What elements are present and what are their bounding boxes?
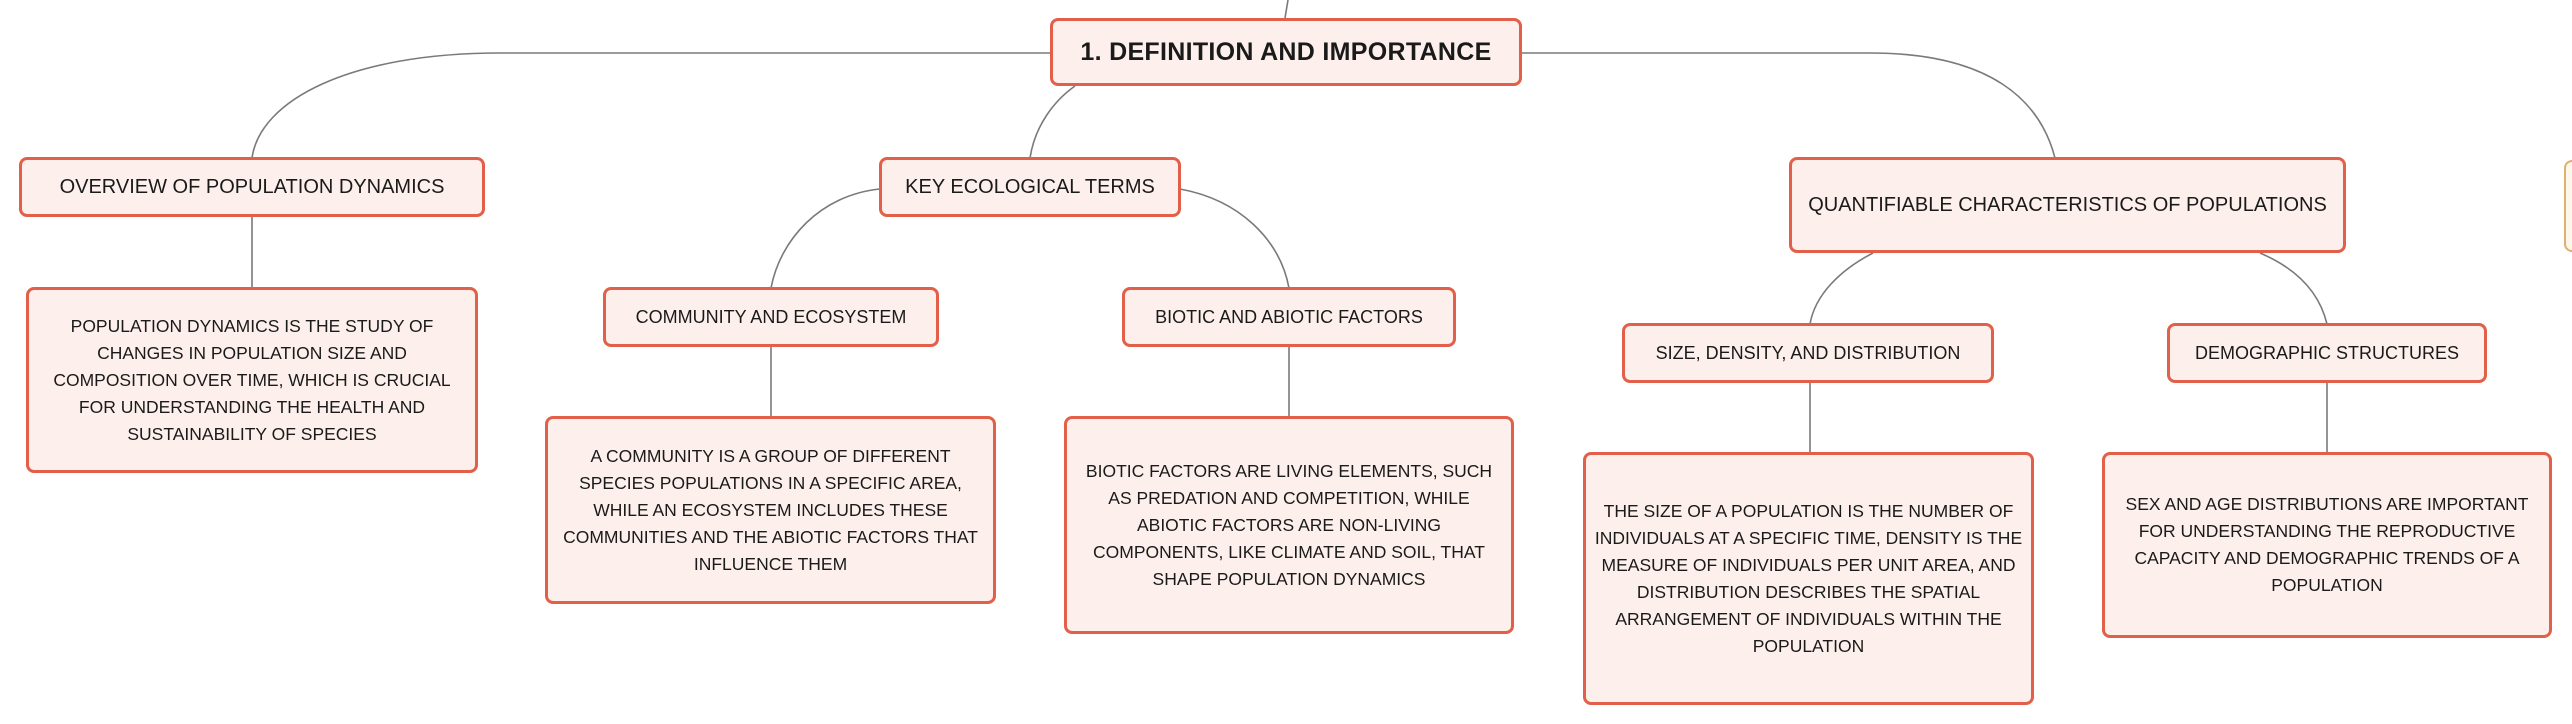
sub-node-community-ecosystem-label: Community and Ecosystem [635,306,907,327]
detail-node-biotic-abiotic[interactable]: Biotic factors are living elements, such… [1064,416,1514,634]
detail-node-biotic-abiotic-text: Biotic factors are living elements, such… [1085,460,1493,589]
branch-node-quantifiable[interactable]: Quantifiable Characteristics of Populati… [1789,157,2346,253]
sub-node-demographic[interactable]: Demographic Structures [2167,323,2487,383]
sub-node-biotic-abiotic[interactable]: Biotic and Abiotic Factors [1122,287,1456,347]
offscreen-node-edge [2564,160,2572,252]
detail-node-demographic-text: Sex and age distributions are important … [2125,494,2529,595]
detail-node-community-ecosystem[interactable]: A community is a group of different spec… [545,416,996,604]
connector-root-quantifiable [1522,52,2056,159]
branch-node-overview[interactable]: Overview of Population Dynamics [19,157,485,217]
detail-node-size-density-text: The size of a population is the number o… [1594,500,2023,656]
sub-node-size-density-label: Size, Density, and Distribution [1655,342,1961,363]
sub-node-demographic-label: Demographic Structures [2194,342,2459,363]
root-node-label: 1. Definition and Importance [1080,37,1492,66]
connector-root-key-terms [1029,85,1076,159]
branch-node-overview-label: Overview of Population Dynamics [59,175,445,198]
detail-node-community-ecosystem-text: A community is a group of different spec… [563,445,978,574]
branch-node-key-terms-label: Key Ecological Terms [905,175,1155,198]
connector-root-top [1284,0,1289,19]
connector-quantifiable-size [1809,252,1874,325]
detail-node-overview-text: Population dynamics is the study of chan… [53,315,451,444]
connector-key-terms-biotic [1179,188,1290,289]
detail-node-overview[interactable]: Population dynamics is the study of chan… [26,287,478,473]
sub-node-size-density[interactable]: Size, Density, and Distribution [1622,323,1994,383]
branch-node-key-terms[interactable]: Key Ecological Terms [879,157,1181,217]
sub-node-biotic-abiotic-label: Biotic and Abiotic Factors [1155,306,1423,327]
sub-node-community-ecosystem[interactable]: Community and Ecosystem [603,287,939,347]
connector-quantifiable-demographic [2259,252,2328,325]
detail-node-size-density[interactable]: The size of a population is the number o… [1583,452,2034,705]
branch-node-quantifiable-label: Quantifiable Characteristics of Populati… [1808,193,2327,216]
detail-node-demographic[interactable]: Sex and age distributions are important … [2102,452,2552,638]
connector-key-terms-community [770,188,881,289]
connector-root-overview [251,52,1050,159]
root-node[interactable]: 1. Definition and Importance [1050,18,1522,86]
